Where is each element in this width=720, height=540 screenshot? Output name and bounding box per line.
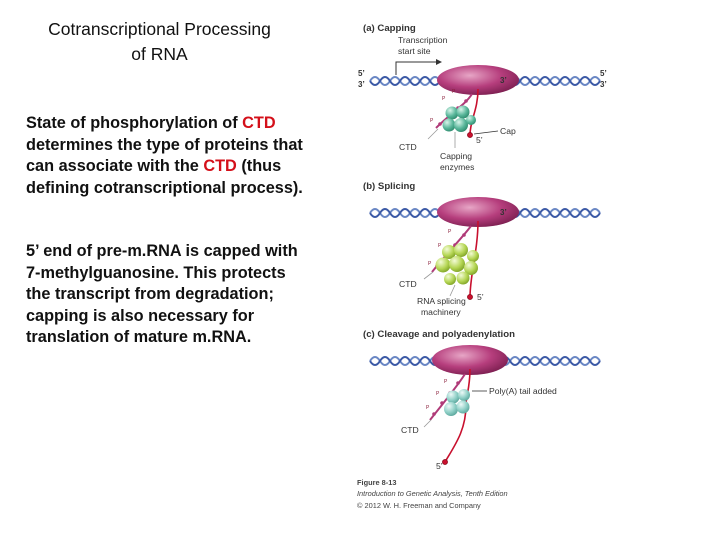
start-site-arrow (395, 59, 442, 75)
transcription-label: Transcription (398, 35, 448, 45)
p-mark-c3: P (426, 405, 430, 411)
ctd-highlight-1: CTD (242, 114, 276, 132)
five-prime-a: 5’ (476, 135, 483, 145)
start-site-label: start site (398, 46, 431, 56)
splicing-machinery-l2: machinery (421, 307, 461, 317)
ctd-highlight-2: CTD (203, 157, 237, 176)
ctd-pointer-b (423, 271, 434, 280)
p-mark-b1: P (448, 229, 452, 235)
figure-caption: Figure 8-13 Introduction to Genetic Anal… (357, 478, 508, 510)
cap-b (467, 294, 473, 300)
title-line-1: Cotranscriptional Processing (48, 19, 271, 39)
book-title: Introduction to Genetic Analysis, Tenth … (357, 489, 508, 498)
nascent-rna-a (469, 88, 479, 136)
cap-structure (467, 132, 473, 138)
panel-b-header: (b) Splicing (363, 181, 415, 192)
dna-3-right: 3’ (600, 80, 607, 89)
polya-enzyme-cluster (444, 389, 470, 416)
p-mark-c2: P (436, 391, 440, 397)
splicing-machinery-cluster (435, 243, 479, 285)
polya-label: Poly(A) tail added (489, 386, 557, 396)
ctd-label-b: CTD (399, 279, 417, 289)
title-line-2: of RNA (131, 44, 188, 64)
rna-polymerase-c (432, 345, 508, 375)
pol-3-b: 3’ (500, 208, 507, 217)
splicing-machinery-l1: RNA splicing (417, 296, 466, 306)
capping-enzymes-cluster (442, 105, 476, 132)
p-mark-b2: P (438, 243, 442, 249)
dna-5-left: 5’ (358, 69, 365, 78)
ctd-text-a: State of phosphorylation of (26, 114, 243, 132)
five-prime-b: 5’ (477, 292, 484, 302)
p-mark-a2: P (452, 89, 456, 95)
pol-3-a: 3’ (500, 76, 507, 85)
cap-c (442, 459, 448, 465)
ctd-label-c: CTD (401, 425, 419, 435)
ctd-text-b: determines the type of proteins that can… (26, 135, 303, 176)
rna-polymerase-b (437, 197, 519, 227)
rna-polymerase-a (437, 65, 519, 95)
cap-label: Cap (500, 126, 516, 136)
ctd-label-a: CTD (399, 142, 417, 152)
panel-capping: (a) Capping Transcription start site 5’ … (358, 23, 607, 172)
p-mark-c1: P (444, 379, 448, 385)
five-prime-c: 5’ (436, 461, 443, 471)
panel-c-header: (c) Cleavage and polyadenylation (363, 329, 515, 340)
copyright: © 2012 W. H. Freeman and Company (357, 501, 481, 510)
ctd-pointer-a (427, 128, 439, 140)
figure-number: Figure 8-13 (357, 478, 396, 487)
capping-enzymes-l1: Capping (440, 151, 472, 161)
panel-polyadenylation: (c) Cleavage and polyadenylation P P P P… (363, 329, 601, 471)
machinery-pointer (449, 284, 456, 297)
capping-paragraph: 5’ end of pre-m.RNA is capped with 7-met… (26, 242, 298, 347)
panel-a-header: (a) Capping (363, 23, 416, 34)
cap-pointer (473, 130, 499, 135)
panel-splicing: (b) Splicing 3’ P P P CTD 5’ (363, 181, 601, 317)
dna-3-left: 3’ (358, 80, 365, 89)
slide-title: Cotranscriptional Processing of RNA (12, 17, 307, 67)
ctd-text-c: (thus defining cotranscriptional process… (26, 157, 303, 197)
p-mark-b3: P (428, 261, 432, 267)
p-mark-a1: P (442, 96, 446, 102)
capping-enzymes-l2: enzymes (440, 162, 474, 172)
ctd-paragraph: State of phosphorylation of CTD determin… (26, 113, 311, 199)
dna-5-right: 5’ (600, 69, 607, 78)
ctd-pointer-c (423, 419, 432, 428)
p-mark-a3: P (430, 118, 434, 124)
